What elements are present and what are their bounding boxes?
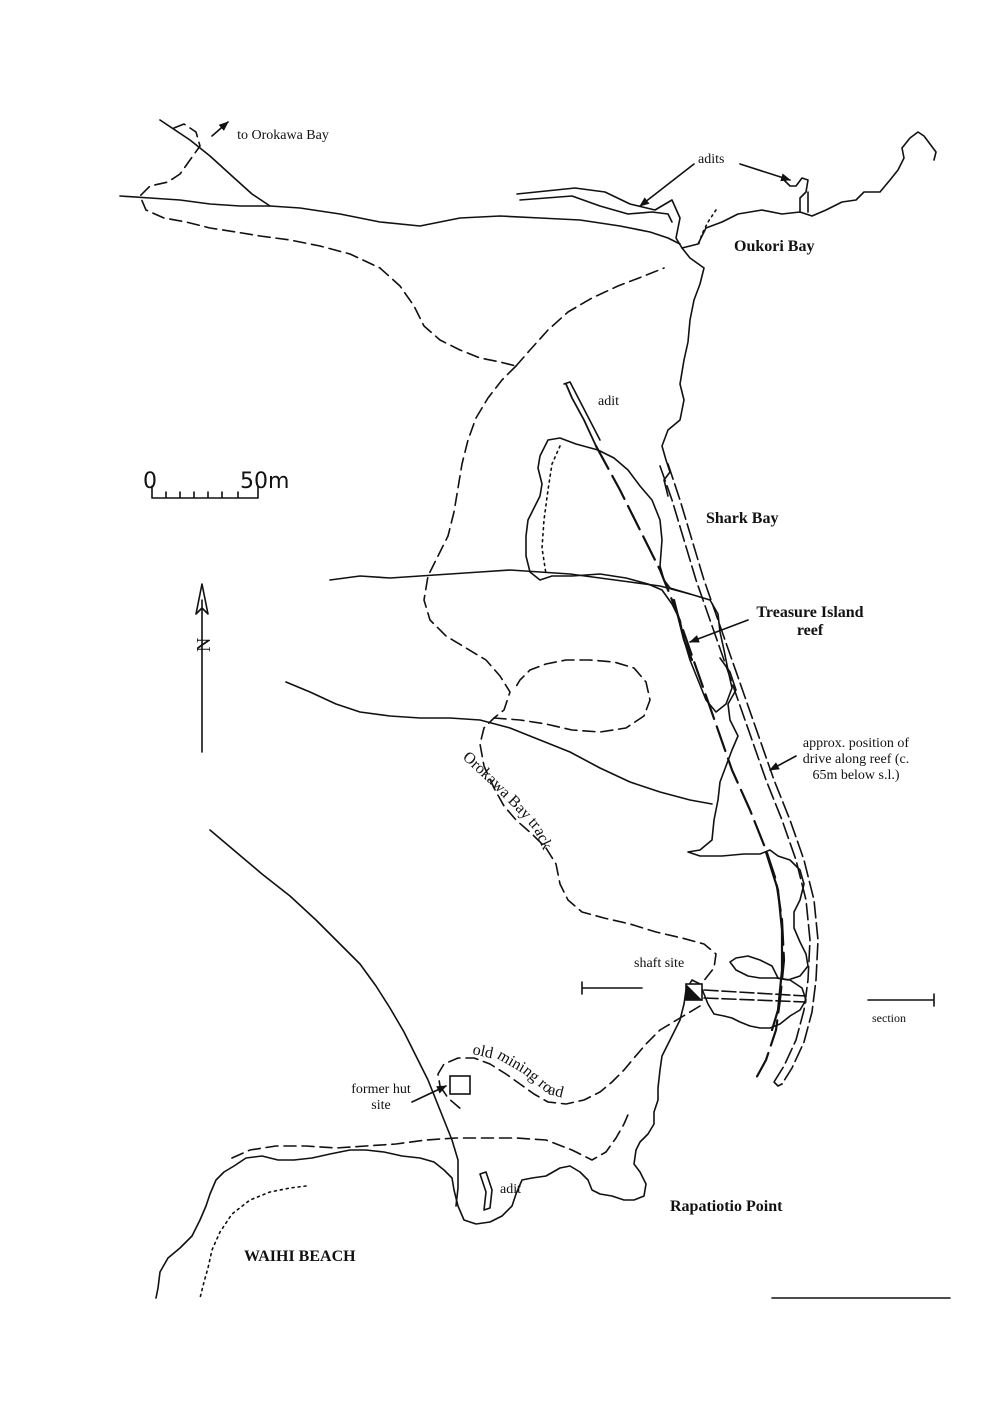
label-to-orokawa-bay: to Orokawa Bay: [237, 128, 329, 143]
reef-solid-segment-south: [764, 850, 784, 1032]
label-orokawa-track: Orokawa Bay track: [459, 748, 555, 852]
label-adit-bottom: adit: [500, 1182, 521, 1197]
label-adit-mid: adit: [598, 394, 619, 409]
shaft-drive-a: [703, 989, 807, 997]
label-shark-bay: Shark Bay: [706, 510, 779, 527]
label-shaft-site: shaft site: [634, 956, 685, 971]
label-section: section: [872, 1011, 906, 1025]
former-hut-symbol: [449, 1075, 471, 1095]
arrow-adits-left: [639, 163, 695, 207]
coastline-north: [516, 131, 937, 249]
section-marker-east: [867, 993, 935, 1007]
drive-line-a: [659, 465, 811, 1083]
arrow-treasure-island: [689, 619, 749, 643]
stream-diagonal-top: [159, 119, 271, 207]
label-waihi-beach: WAIHI BEACH: [244, 1248, 356, 1265]
shaft-drive-b: [703, 997, 807, 1003]
adit-bottom: [479, 1171, 493, 1211]
scale-end-label: 50m: [240, 469, 289, 494]
track-orokawa: [423, 365, 717, 987]
arrow-adits-right: [739, 163, 791, 182]
label-old-mining-road: old mining road: [471, 1041, 565, 1101]
road-west: [209, 829, 459, 1207]
label-approx-position: approx. position of drive along reef (c.…: [802, 736, 910, 784]
label-rapatiotio-point: Rapatiotio Point: [670, 1198, 783, 1215]
coastline-east-mid: [155, 657, 809, 1299]
track-old-mining-road: [437, 1005, 701, 1105]
coastline-east: [661, 247, 705, 497]
dotted-waihi-beach: [199, 1185, 307, 1299]
drive-line-end: [773, 1081, 783, 1087]
reef-line-north: [565, 383, 597, 447]
drive-line-b: [667, 463, 819, 1085]
reef-line-north-outline: [563, 381, 601, 441]
north-label: N: [193, 638, 215, 652]
arrow-approx-position: [769, 755, 797, 771]
dotted-oukori: [697, 209, 717, 247]
track-oukori: [515, 267, 665, 367]
shaft-site-symbol: [685, 983, 703, 1001]
section-marker-west: [581, 981, 643, 995]
track-south: [231, 1109, 631, 1161]
stream-lower: [285, 681, 713, 805]
adit-north-right: [783, 177, 809, 213]
arrow-to-orokawa: [211, 121, 229, 137]
stream-mid: [329, 569, 691, 595]
track-loop: [493, 659, 651, 733]
dotted-shark-bay: [541, 445, 561, 575]
north-arrow-head: [195, 583, 209, 615]
track-west-top: [139, 123, 517, 367]
label-adits: adits: [698, 152, 725, 167]
label-former-hut-site: former hut site: [351, 1082, 411, 1114]
label-oukori-bay: Oukori Bay: [734, 238, 815, 255]
shark-bay-islet: [525, 437, 733, 713]
stream-top: [119, 195, 681, 245]
scale-start-label: 0: [143, 469, 157, 494]
scale-bar: [151, 485, 259, 499]
reef-solid-segment: [672, 598, 694, 662]
label-treasure-island-reef: Treasure Island reef: [756, 604, 864, 640]
arrow-former-hut: [411, 1085, 447, 1103]
coastline-north-inner: [519, 195, 673, 223]
